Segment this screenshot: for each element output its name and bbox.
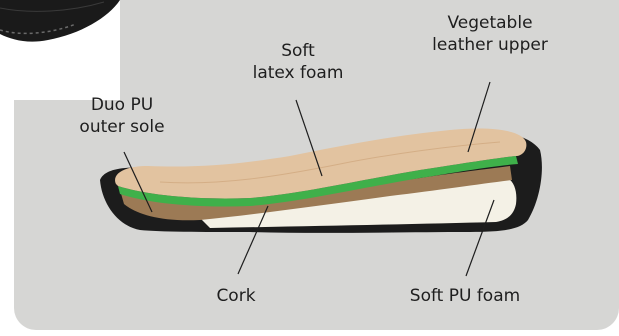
label-duo-pu-outer-sole: Duo PU outer sole: [62, 94, 182, 138]
label-duo-pu-line1: Duo PU: [62, 94, 182, 116]
label-vegetable-leather-upper: Vegetable leather upper: [415, 12, 565, 56]
label-vegetable-leather-line1: Vegetable: [415, 12, 565, 34]
label-cork: Cork: [196, 285, 276, 307]
label-duo-pu-line2: outer sole: [62, 116, 182, 138]
label-soft-pu-foam: Soft PU foam: [390, 285, 540, 307]
label-soft-latex-foam: Soft latex foam: [238, 40, 358, 84]
label-soft-latex-line2: latex foam: [238, 62, 358, 84]
label-soft-latex-line1: Soft: [238, 40, 358, 62]
label-vegetable-leather-line2: leather upper: [415, 34, 565, 56]
